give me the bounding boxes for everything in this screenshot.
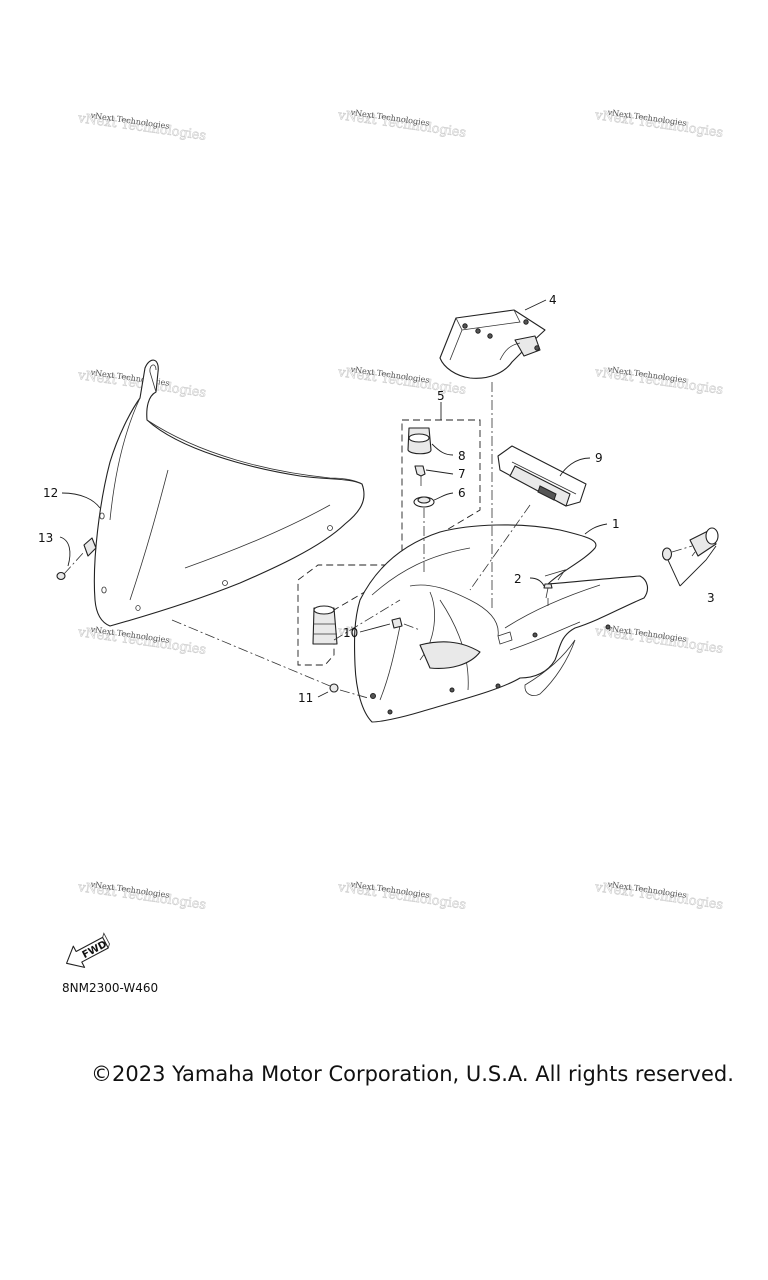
key-part-7[interactable] [414, 465, 426, 486]
callout-4: 4 [549, 293, 557, 307]
forward-arrow-icon: FWD [66, 932, 110, 968]
copyright-notice: ©2023 Yamaha Motor Corporation, U.S.A. A… [91, 1062, 734, 1086]
front-cowling-part-1[interactable] [353, 524, 649, 723]
callout-1: 1 [612, 517, 620, 531]
nut-part-13[interactable] [56, 537, 97, 581]
callout-6: 6 [458, 486, 466, 500]
windshield-hole [101, 586, 107, 594]
windshield-hole [99, 512, 105, 520]
watermark-row-middle: vNext Technologies vNext Technologies vN… [76, 365, 725, 402]
grommet-part-11[interactable] [329, 683, 339, 693]
callout-3: 3 [707, 591, 715, 605]
watermark-row-bottom: vNext Technologies vNext Technologies vN… [76, 880, 725, 914]
callout-11: 11 [298, 691, 313, 705]
screw-part-2[interactable] [543, 583, 553, 599]
socket-part-3[interactable] [661, 527, 719, 561]
meter-cover-part-4[interactable] [439, 309, 546, 379]
callout-2: 2 [514, 572, 522, 586]
callout-7: 7 [458, 467, 466, 481]
bracket-part-9[interactable] [497, 445, 587, 507]
callout-10: 10 [343, 626, 358, 640]
callout-9: 9 [595, 451, 603, 465]
callout-labels: 1 2 3 4 5 6 7 8 9 10 11 12 13 [38, 293, 715, 705]
callout-12: 12 [43, 486, 58, 500]
callout-8: 8 [458, 449, 466, 463]
bolt-part-10[interactable] [391, 617, 403, 629]
windshield-part-12[interactable] [93, 359, 365, 627]
windshield-hole [135, 605, 141, 611]
windshield-hole [222, 580, 228, 586]
leader-lines [59, 299, 717, 698]
lock-assembly-part-5[interactable] [297, 419, 481, 666]
lock-cap-part-8[interactable] [407, 427, 432, 455]
diagram-code: 8NM2300-W460 [62, 981, 159, 995]
ring-part-6[interactable] [413, 496, 435, 508]
lock-body [312, 605, 338, 645]
assembly-lines [63, 382, 693, 699]
windshield-hole [327, 525, 333, 531]
callout-13: 13 [38, 531, 53, 545]
watermark-row-top: vNext Technologies vNext Technologies vN… [76, 108, 725, 145]
callout-5: 5 [437, 389, 445, 403]
